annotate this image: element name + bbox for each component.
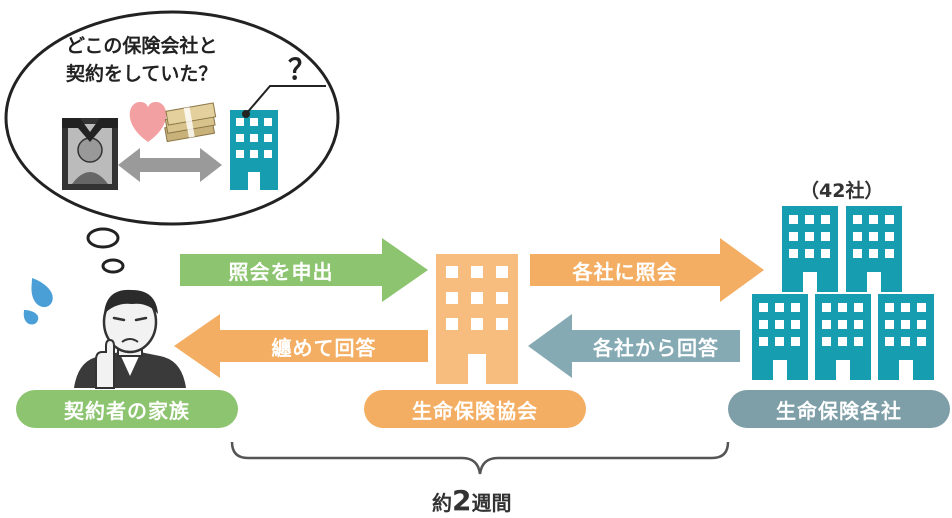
sweat-drop-icon: [23, 278, 53, 325]
worried-person-icon: [74, 289, 186, 389]
bubble-line-2: 契約をしていた？: [66, 63, 218, 85]
arrow-inquire: [530, 238, 764, 302]
company-building-icon: [752, 294, 808, 380]
family-pill: 契約者の家族: [16, 390, 238, 428]
duration-number: 2: [452, 484, 472, 517]
company-building-icon: [846, 206, 902, 292]
building-icon-unknown: [230, 110, 278, 190]
duration-brace: [230, 441, 730, 475]
duration-suffix: 週間: [471, 491, 512, 515]
double-arrow-icon: [118, 148, 222, 182]
duration-label: 約2週間: [432, 484, 511, 517]
question-mark: ？: [288, 53, 317, 86]
leader-line: [242, 85, 326, 118]
company-building-icon: [878, 294, 934, 380]
arrow-company-reply-label: 各社から回答: [593, 335, 719, 360]
association-pill: 生命保険協会: [364, 390, 586, 428]
arrow-summary-reply-label: 纏めて回答: [271, 335, 377, 360]
arrow-request: [180, 238, 428, 302]
heart-money-icon: [129, 102, 217, 143]
company-count-label: （42社）: [800, 180, 884, 202]
arrow-company-reply: [528, 314, 740, 378]
arrow-summary-reply: [174, 314, 428, 378]
memorial-portrait-icon: [62, 118, 118, 190]
arrow-request-label: 照会を申出: [228, 259, 334, 284]
bubble-line-1: どこの保険会社と: [66, 35, 218, 57]
association-building-icon: [436, 254, 518, 384]
arrow-inquire-label: 各社に照会: [572, 259, 678, 284]
companies-pill: 生命保険各社: [728, 390, 950, 428]
company-building-icon: [815, 294, 871, 380]
company-building-icon: [782, 206, 838, 292]
duration-prefix: 約: [432, 491, 452, 515]
